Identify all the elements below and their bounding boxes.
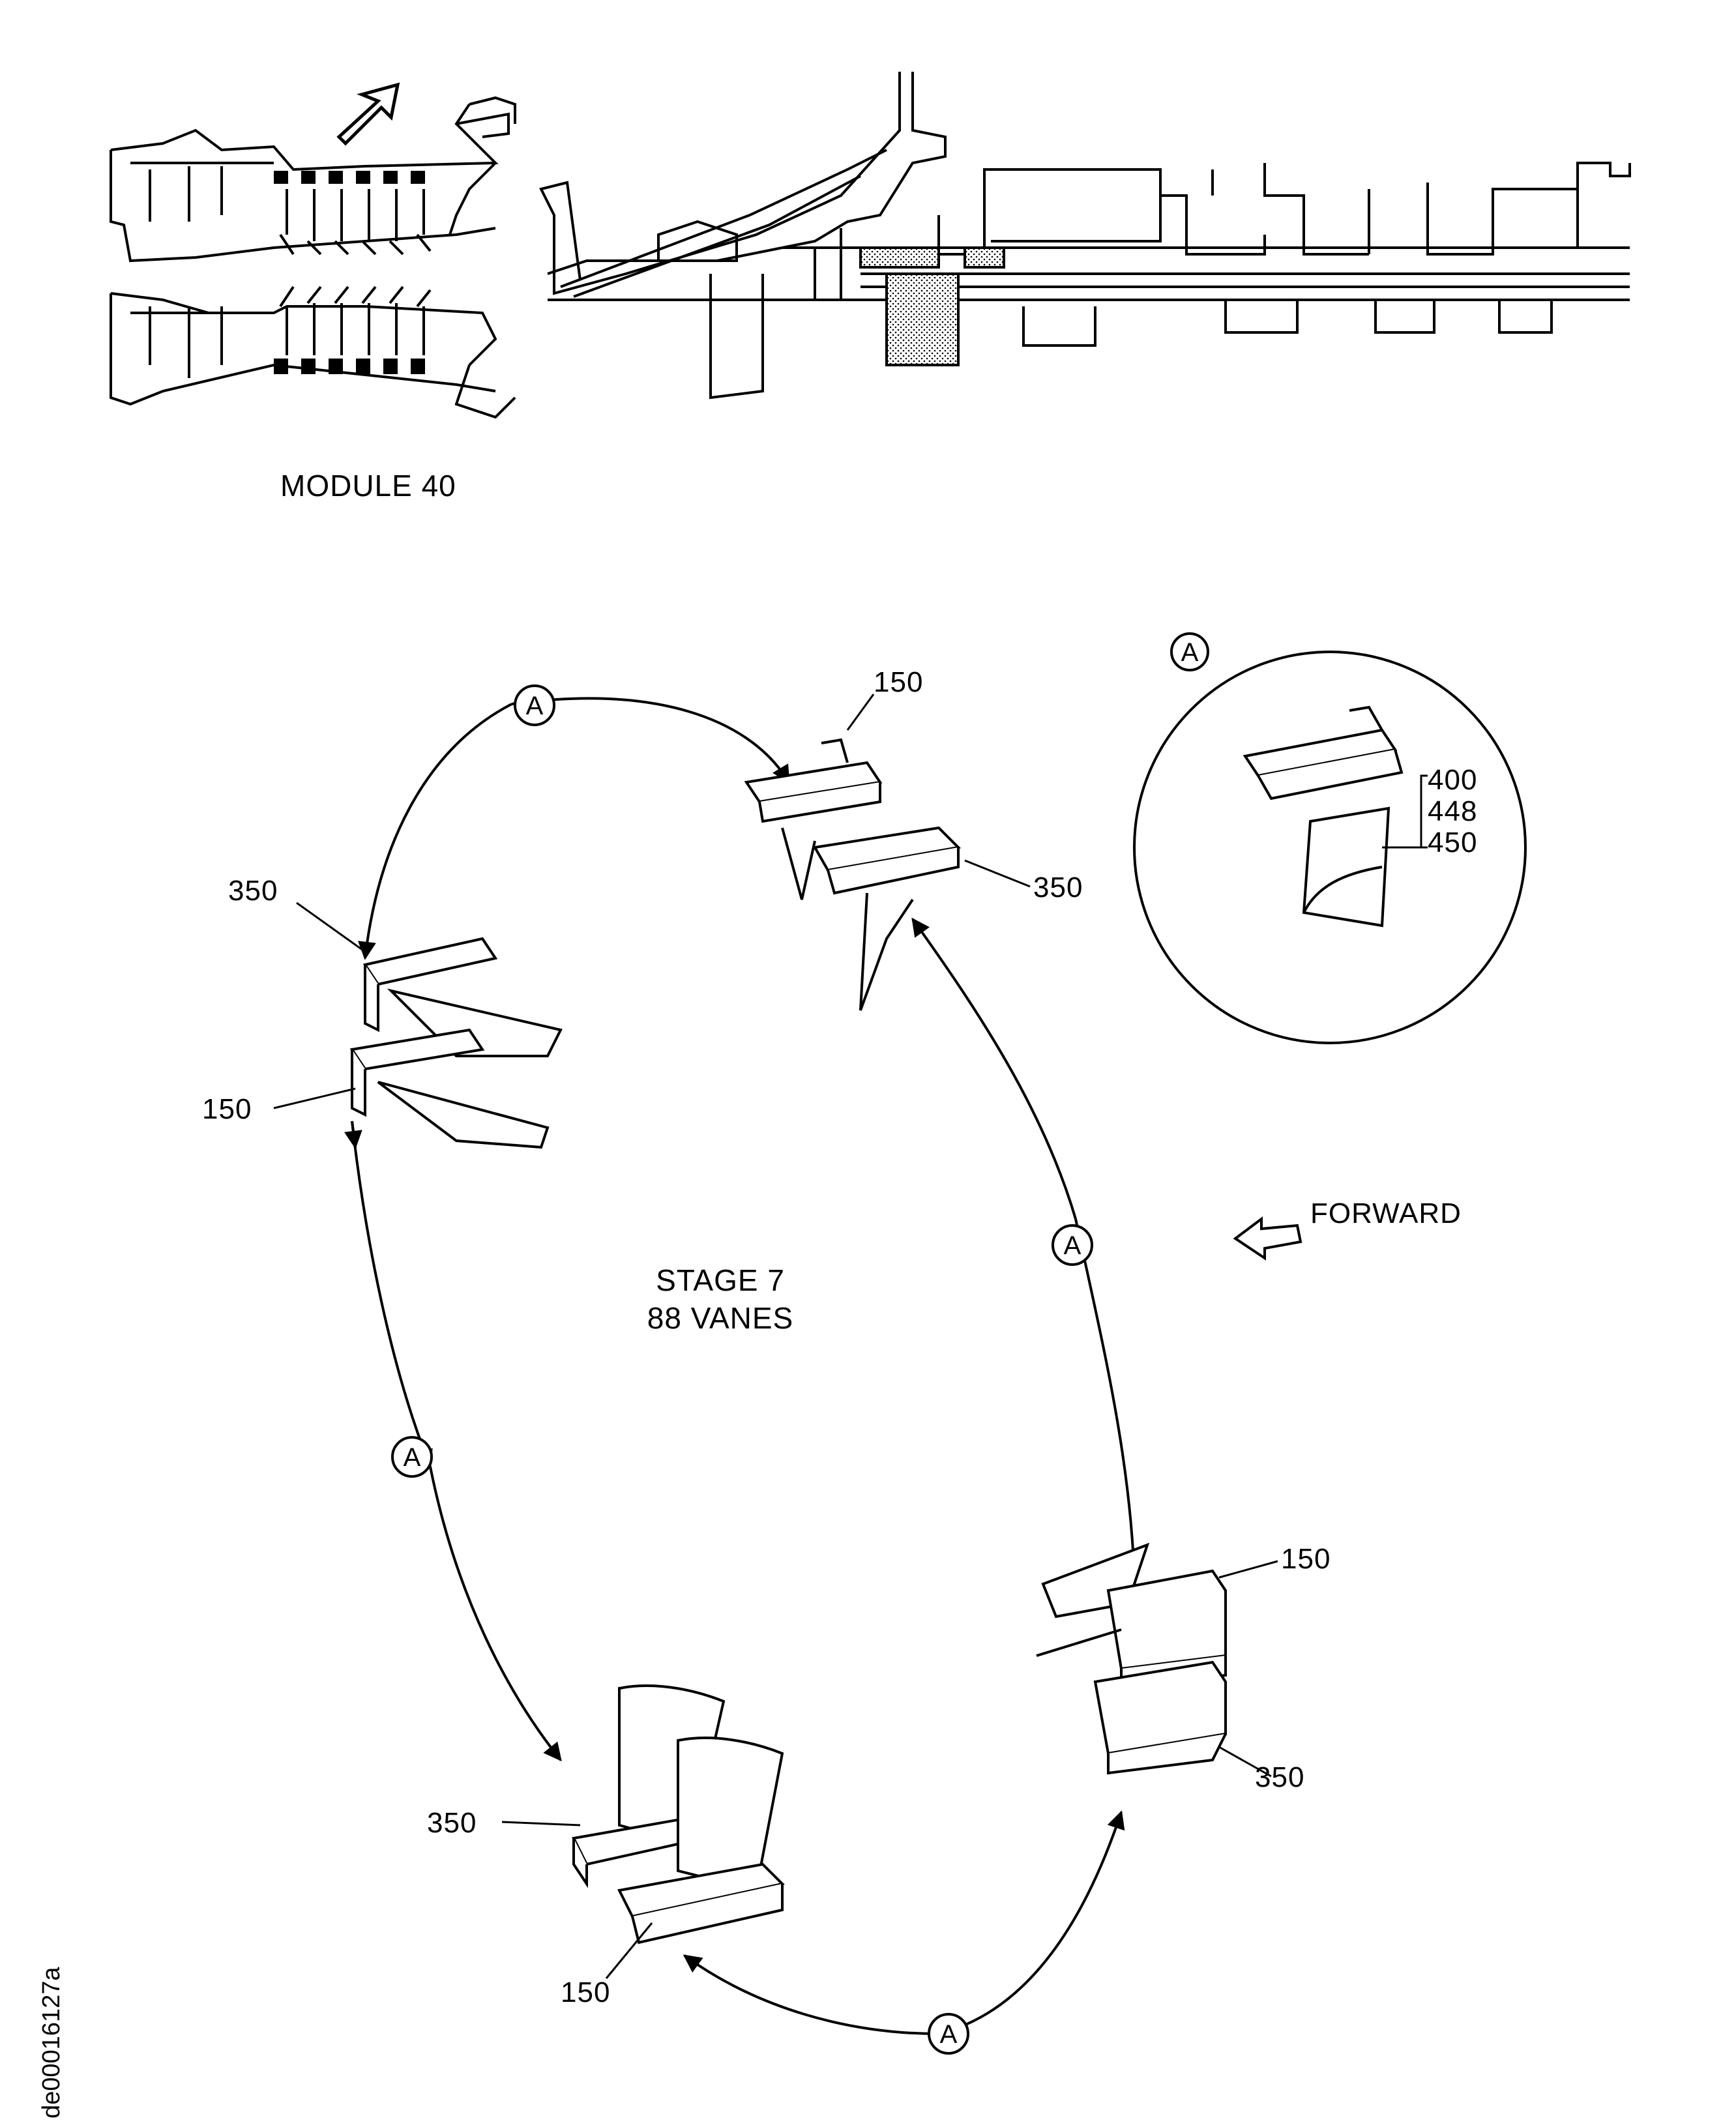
- vane-set-bottom: [572, 1684, 786, 1944]
- vane-count: 88 VANES: [647, 1301, 794, 1335]
- part-label-150-right: 150: [1281, 1543, 1331, 1575]
- leader-lines: [273, 694, 1278, 1979]
- part-label-150-bottom: 150: [561, 1976, 611, 2008]
- view-a-callout-right: A: [1052, 1224, 1093, 1266]
- vane-set-top: [744, 738, 962, 1011]
- view-a-callout-detail: A: [1170, 632, 1209, 671]
- stage-number: STAGE 7: [656, 1263, 785, 1297]
- view-a-callout-top: A: [514, 684, 555, 726]
- enlarged-section: [539, 72, 1631, 400]
- vane-set-left: [349, 937, 563, 1149]
- part-label-350-top: 350: [1033, 872, 1083, 903]
- view-a-callout-left: A: [391, 1436, 433, 1478]
- forward-arrow: [1233, 1216, 1302, 1261]
- part-label-150-left: 150: [202, 1093, 252, 1125]
- vane-set-right: [1036, 1542, 1227, 1775]
- vane-ring: [344, 697, 1145, 2035]
- svg-text:A: A: [1181, 638, 1199, 667]
- part-label-350-right: 350: [1255, 1761, 1305, 1793]
- document-id: de00016127a: [38, 1967, 65, 2119]
- part-label-350-left: 350: [228, 875, 278, 907]
- module-caption: MODULE 40: [280, 469, 456, 503]
- part-label-350-bottom: 350: [427, 1807, 477, 1839]
- svg-text:A: A: [404, 1443, 421, 1472]
- svg-text:A: A: [940, 2020, 958, 2049]
- forward-label: FORWARD: [1310, 1197, 1462, 1229]
- part-label-150-top: 150: [874, 666, 924, 698]
- detail-part-number-448: 448: [1428, 795, 1478, 827]
- detail-part-number-400: 400: [1428, 764, 1478, 796]
- svg-text:A: A: [1064, 1231, 1081, 1260]
- view-a-callout-bottom: A: [928, 2013, 969, 2055]
- detail-view-a: [1133, 651, 1527, 1044]
- detail-part-number-450: 450: [1428, 827, 1478, 858]
- svg-text:A: A: [526, 692, 544, 720]
- stage-label: STAGE 7 88 VANES: [636, 1261, 805, 1337]
- module-40-section: [110, 82, 516, 419]
